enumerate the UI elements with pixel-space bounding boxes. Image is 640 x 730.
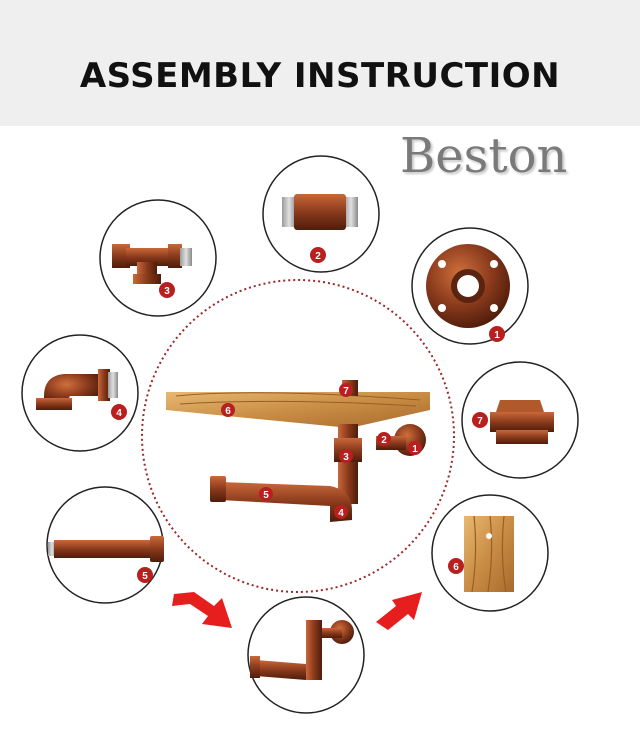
arrow-left-icon bbox=[172, 592, 232, 628]
tee-part-icon bbox=[112, 244, 192, 284]
svg-text:4: 4 bbox=[116, 408, 122, 419]
svg-text:1: 1 bbox=[494, 330, 500, 341]
badge-1: 1 bbox=[489, 326, 505, 342]
svg-text:2: 2 bbox=[315, 251, 321, 262]
end-cap-part-icon bbox=[490, 400, 554, 444]
assembled-view-circle bbox=[141, 279, 455, 593]
center-badge-2: 2 bbox=[377, 432, 391, 446]
assembled-shelf-icon bbox=[166, 380, 430, 522]
badge-5: 5 bbox=[137, 567, 153, 583]
svg-text:6: 6 bbox=[453, 562, 459, 573]
svg-text:5: 5 bbox=[142, 571, 148, 582]
svg-text:1: 1 bbox=[412, 444, 418, 455]
flange-part-icon bbox=[426, 244, 510, 328]
center-badge-5: 5 bbox=[259, 487, 273, 501]
center-badge-4: 4 bbox=[334, 505, 348, 519]
elbow-part-icon bbox=[36, 369, 118, 410]
wood-board-part-icon bbox=[464, 515, 514, 593]
svg-text:3: 3 bbox=[164, 286, 170, 297]
center-badge-6: 6 bbox=[221, 403, 235, 417]
badge-6: 6 bbox=[448, 558, 464, 574]
page-title: ASSEMBLY INSTRUCTION bbox=[79, 56, 561, 96]
svg-text:4: 4 bbox=[338, 508, 344, 519]
brand-logo: Beston bbox=[400, 128, 568, 184]
svg-text:3: 3 bbox=[343, 452, 349, 463]
svg-text:2: 2 bbox=[381, 435, 387, 446]
svg-text:7: 7 bbox=[477, 416, 483, 427]
svg-text:7: 7 bbox=[343, 386, 349, 397]
center-badge-3: 3 bbox=[339, 449, 353, 463]
nipple-part-icon bbox=[282, 194, 358, 230]
badge-7: 7 bbox=[472, 412, 488, 428]
center-badge-1: 1 bbox=[408, 441, 422, 455]
badge-3: 3 bbox=[159, 282, 175, 298]
badge-2: 2 bbox=[310, 247, 326, 263]
svg-text:6: 6 bbox=[225, 406, 231, 417]
svg-text:5: 5 bbox=[263, 490, 269, 501]
result-holder-icon bbox=[250, 620, 354, 680]
center-badge-7: 7 bbox=[339, 383, 353, 397]
badge-4: 4 bbox=[111, 404, 127, 420]
header-banner: ASSEMBLY INSTRUCTION bbox=[0, 0, 640, 126]
long-pipe-part-icon bbox=[48, 536, 164, 562]
arrow-right-icon bbox=[376, 592, 422, 630]
